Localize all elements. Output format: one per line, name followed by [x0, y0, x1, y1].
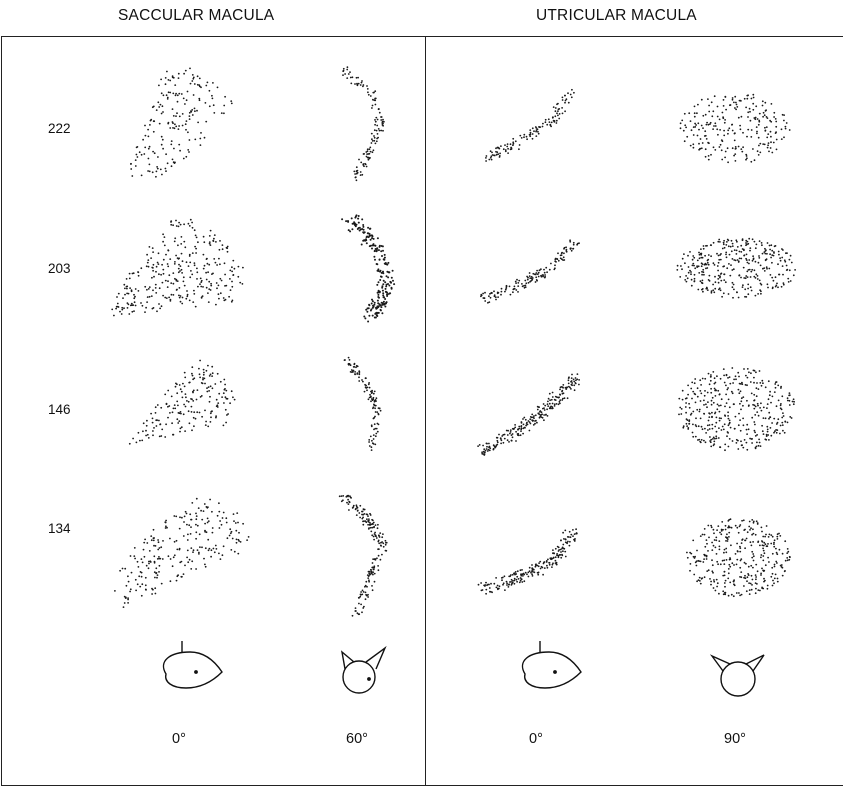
head-front-view-icon [342, 648, 385, 693]
head-side-view-icon [163, 641, 222, 688]
head-side-view-icon [522, 641, 581, 688]
head-front-view-icon [712, 655, 764, 696]
